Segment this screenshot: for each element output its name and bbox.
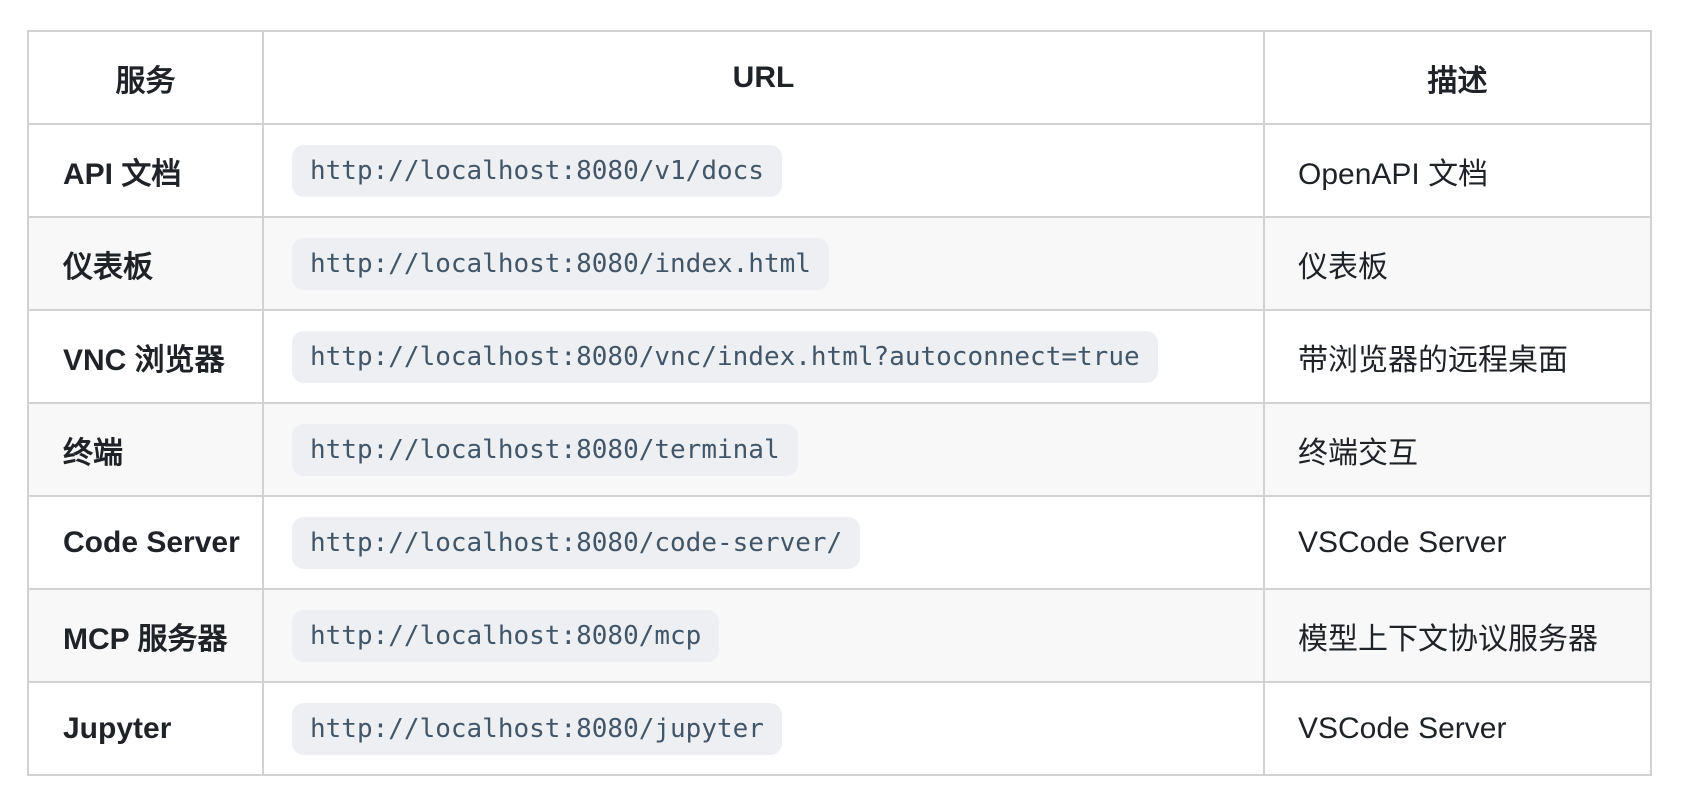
service-url-cell: http://localhost:8080/vnc/index.html?aut… [262, 309, 1265, 404]
service-name: 终端 [27, 402, 264, 497]
service-url-cell: http://localhost:8080/v1/docs [262, 123, 1265, 218]
service-url-code: http://localhost:8080/terminal [292, 423, 798, 476]
service-url-cell: http://localhost:8080/terminal [262, 402, 1265, 497]
service-url-code: http://localhost:8080/jupyter [292, 702, 782, 755]
service-name: API 文档 [27, 123, 264, 218]
service-name: Jupyter [27, 681, 264, 776]
service-url-cell: http://localhost:8080/code-server/ [262, 495, 1265, 590]
table-header: 服务 URL 描述 [27, 30, 1652, 125]
service-description: OpenAPI 文档 [1263, 123, 1652, 218]
service-url-cell: http://localhost:8080/mcp [262, 588, 1265, 683]
column-header-url: URL [262, 30, 1265, 125]
service-url-code: http://localhost:8080/vnc/index.html?aut… [292, 330, 1158, 383]
table-row: API 文档 http://localhost:8080/v1/docs Ope… [27, 123, 1652, 218]
column-header-description: 描述 [1263, 30, 1652, 125]
service-url-cell: http://localhost:8080/jupyter [262, 681, 1265, 776]
table-row: 终端 http://localhost:8080/terminal 终端交互 [27, 402, 1652, 497]
service-name: MCP 服务器 [27, 588, 264, 683]
service-url-code: http://localhost:8080/mcp [292, 609, 720, 662]
header-row: 服务 URL 描述 [27, 30, 1652, 125]
table-row: 仪表板 http://localhost:8080/index.html 仪表板 [27, 216, 1652, 311]
service-description: 仪表板 [1263, 216, 1652, 311]
service-description: 带浏览器的远程桌面 [1263, 309, 1652, 404]
service-name: VNC 浏览器 [27, 309, 264, 404]
service-description: 模型上下文协议服务器 [1263, 588, 1652, 683]
table-body: API 文档 http://localhost:8080/v1/docs Ope… [27, 123, 1652, 776]
table-row: MCP 服务器 http://localhost:8080/mcp 模型上下文协… [27, 588, 1652, 683]
service-description: VSCode Server [1263, 495, 1652, 590]
table-row: Code Server http://localhost:8080/code-s… [27, 495, 1652, 590]
service-description: VSCode Server [1263, 681, 1652, 776]
service-name: 仪表板 [27, 216, 264, 311]
column-header-service: 服务 [27, 30, 264, 125]
table-row: VNC 浏览器 http://localhost:8080/vnc/index.… [27, 309, 1652, 404]
service-url-cell: http://localhost:8080/index.html [262, 216, 1265, 311]
table-row: Jupyter http://localhost:8080/jupyter VS… [27, 681, 1652, 776]
service-url-code: http://localhost:8080/index.html [292, 237, 829, 290]
services-table: 服务 URL 描述 API 文档 http://localhost:8080/v… [27, 30, 1652, 776]
service-url-code: http://localhost:8080/code-server/ [292, 516, 861, 569]
service-name: Code Server [27, 495, 264, 590]
service-description: 终端交互 [1263, 402, 1652, 497]
service-url-code: http://localhost:8080/v1/docs [292, 144, 782, 197]
services-table-container: 服务 URL 描述 API 文档 http://localhost:8080/v… [27, 30, 1652, 776]
